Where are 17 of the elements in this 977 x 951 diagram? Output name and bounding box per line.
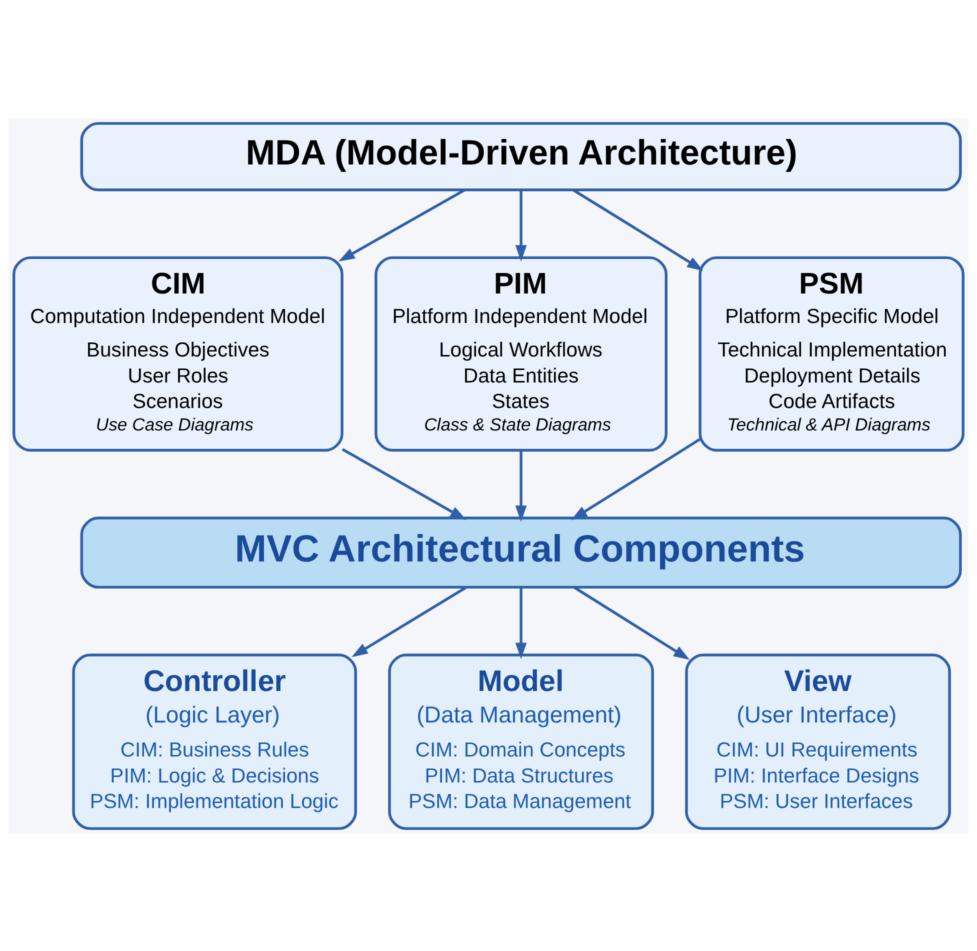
arrow	[338, 188, 466, 262]
arrow	[515, 586, 527, 659]
node-box: Model (Data Management) CIM: Domain Concepts PIM: Data Structures PSM: Data Management	[388, 653, 654, 830]
node-box: View (User Interface) CIM: UI Requirements PIM: Interface Designs PSM: User Interfaces	[685, 653, 951, 830]
node-box: Controller (Logic Layer) CIM: Business Rules PIM: Logic & Decisions PSM: Implementation Logic	[72, 653, 357, 830]
arrow	[342, 448, 466, 520]
arrow	[352, 586, 467, 657]
node-box: PSM Platform Specific Model Technical Implementation Deployment Details Code Artifacts Technical & API Diagrams	[698, 256, 964, 452]
arrow	[571, 438, 701, 520]
arrow	[573, 586, 690, 660]
node-box: MVC Architectural Components	[80, 516, 962, 588]
node-box: MDA (Model-Driven Architecture)	[80, 122, 962, 191]
arrow	[572, 188, 704, 270]
node-box: PIM Platform Independent Model Logical Workflows Data Entities States Class & State Diagrams	[374, 256, 668, 452]
node-box: CIM Computation Independent Model Business Objectives User Roles Scenarios Use Case Diagrams	[12, 256, 344, 452]
arrow	[515, 450, 527, 522]
arrow	[515, 190, 527, 261]
